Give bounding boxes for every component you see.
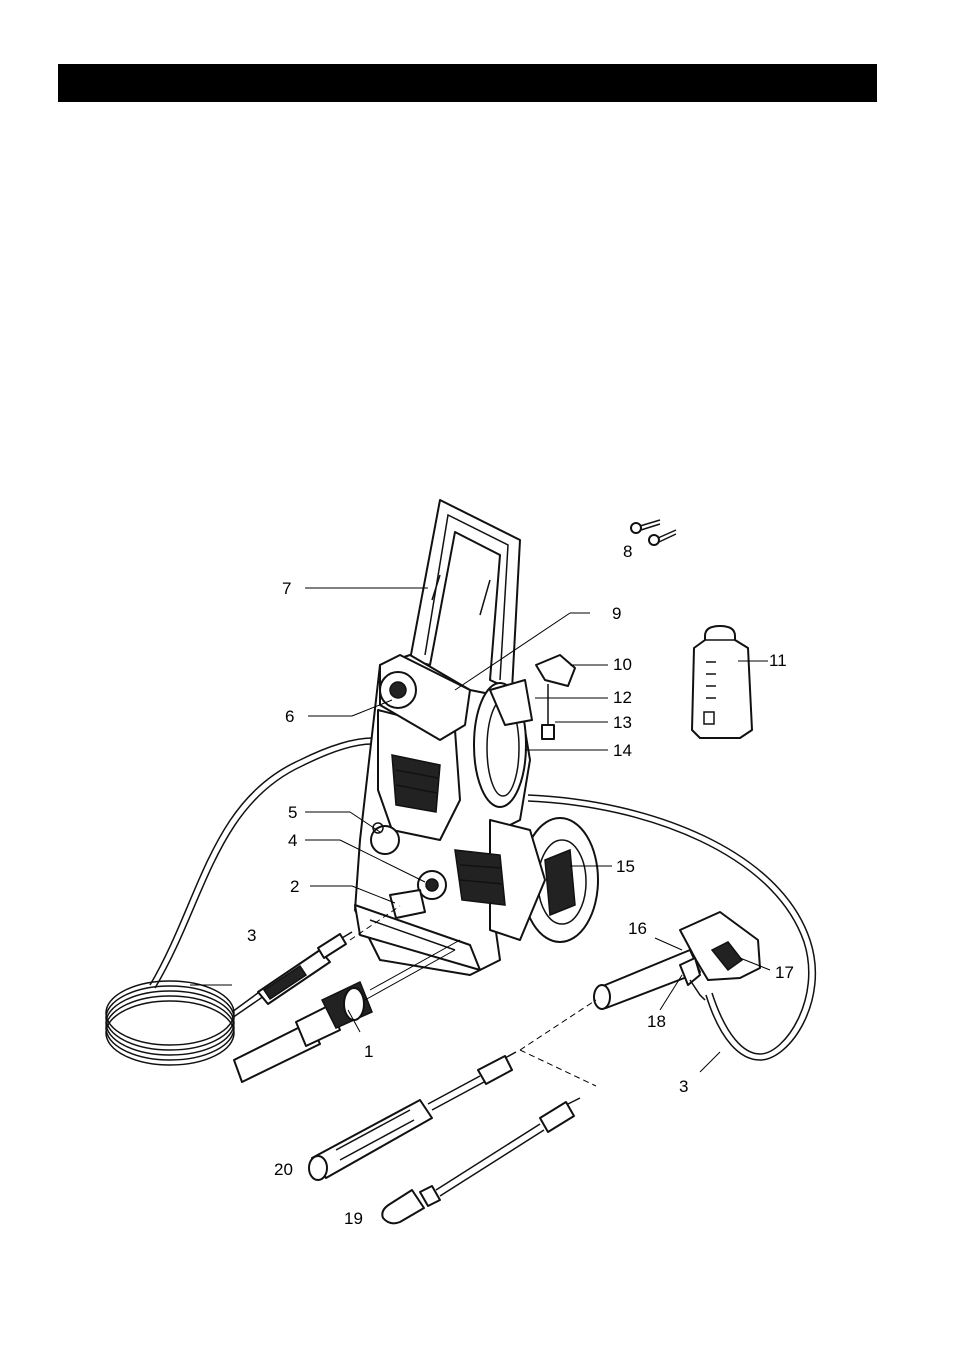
callout-2: 2 bbox=[290, 877, 299, 896]
callout-3-left: 3 bbox=[247, 926, 256, 945]
callout-12: 12 bbox=[613, 688, 632, 707]
callout-13: 13 bbox=[613, 713, 632, 732]
callout-14: 14 bbox=[613, 741, 632, 760]
callout-20: 20 bbox=[274, 1160, 293, 1179]
callout-11: 11 bbox=[769, 651, 787, 670]
callout-15: 15 bbox=[616, 857, 635, 876]
callout-17: 17 bbox=[775, 963, 794, 982]
dirt-blaster-lance bbox=[309, 1052, 516, 1180]
screws bbox=[631, 520, 676, 545]
callout-7: 7 bbox=[282, 579, 291, 598]
detergent-bottle bbox=[692, 626, 752, 738]
callout-3-right: 3 bbox=[679, 1077, 688, 1096]
callout-10: 10 bbox=[613, 655, 632, 674]
callout-6: 6 bbox=[285, 707, 294, 726]
garden-hose-adapter bbox=[234, 982, 372, 1082]
callout-9: 9 bbox=[612, 604, 621, 623]
callout-5: 5 bbox=[288, 803, 297, 822]
callout-19: 19 bbox=[344, 1209, 363, 1228]
callout-18: 18 bbox=[647, 1012, 666, 1031]
pressure-washer-body bbox=[355, 500, 815, 1060]
callout-16: 16 bbox=[628, 919, 647, 938]
callout-4: 4 bbox=[288, 831, 297, 850]
spray-gun bbox=[594, 912, 760, 1009]
callout-1: 1 bbox=[364, 1042, 373, 1061]
callout-8: 8 bbox=[623, 542, 632, 561]
